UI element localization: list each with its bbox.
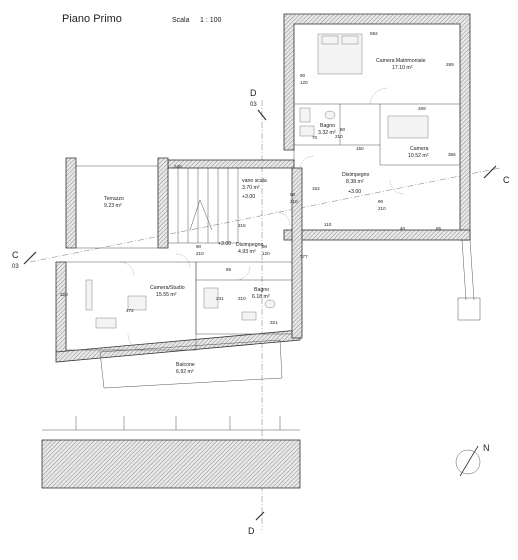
- svg-text:110: 110: [324, 222, 332, 227]
- scale-value: 1 : 100: [200, 17, 222, 24]
- svg-text:321: 321: [270, 320, 278, 325]
- upper-block: [283, 13, 471, 241]
- svg-text:90: 90: [262, 244, 268, 249]
- svg-text:210: 210: [196, 251, 204, 256]
- svg-text:377: 377: [300, 254, 308, 259]
- section-d-bottom: D: [248, 526, 255, 536]
- stair-block: [167, 159, 295, 244]
- room-name-disimpegno-2: Disimpegno: [236, 242, 264, 248]
- section-c-left: C: [12, 250, 19, 260]
- door-swings: [119, 87, 405, 351]
- elevation-strip: [41, 416, 301, 489]
- dimension-labels: 592 269 289 356 150 315 472 152 110 90 1…: [60, 31, 456, 325]
- svg-text:85: 85: [226, 267, 232, 272]
- pillar: [457, 297, 481, 321]
- room-area-terrazzo: 9.23 m²: [104, 203, 122, 209]
- svg-text:120: 120: [262, 251, 270, 256]
- svg-text:310: 310: [238, 296, 246, 301]
- svg-text:210: 210: [378, 206, 386, 211]
- svg-text:315: 315: [238, 223, 246, 228]
- svg-text:152: 152: [312, 186, 320, 191]
- svg-text:40: 40: [400, 226, 406, 231]
- room-area-bagno-1: 3.32 m²: [318, 130, 336, 136]
- room-area-disimpegno-2: 4.93 m²: [238, 249, 256, 255]
- svg-text:210: 210: [290, 199, 298, 204]
- room-name-bagno-2: Bagno: [254, 287, 269, 293]
- room-area-disimpegno-1: 8.38 m²: [346, 179, 364, 185]
- svg-text:210: 210: [335, 134, 343, 139]
- room-area-balcone: 6.92 m²: [176, 369, 194, 375]
- svg-text:80: 80: [340, 127, 346, 132]
- room-name-vano-scala: vano scala: [242, 178, 267, 184]
- level-vano-scala: +3.00: [242, 194, 255, 200]
- scale-label: Scala: [172, 17, 190, 24]
- svg-text:85: 85: [436, 226, 442, 231]
- svg-text:120: 120: [300, 80, 308, 85]
- section-line-c: [29, 167, 501, 263]
- room-area-camera-matrimoniale: 17.10 m²: [392, 65, 413, 71]
- svg-text:320: 320: [60, 292, 68, 297]
- room-name-camera-matrimoniale: Camera Matrimoniale: [376, 58, 426, 64]
- section-c-left-sheet: 03: [12, 264, 19, 270]
- room-area-camera: 10.52 m²: [408, 153, 429, 159]
- svg-text:289: 289: [446, 62, 454, 67]
- room-area-camera-studio: 15.55 m²: [156, 292, 177, 298]
- svg-text:90: 90: [300, 73, 306, 78]
- section-d-top: D: [250, 88, 257, 98]
- svg-text:150: 150: [356, 146, 364, 151]
- svg-text:249: 249: [174, 164, 182, 169]
- room-area-vano-scala: 3.70 m²: [242, 185, 260, 191]
- room-name-camera: Camera: [410, 146, 429, 152]
- room-area-bagno-2: 6.18 m²: [252, 294, 270, 300]
- svg-text:90: 90: [378, 199, 384, 204]
- svg-text:472: 472: [126, 308, 134, 313]
- room-name-bagno-1: Bagno: [320, 123, 335, 129]
- plan-title: Piano Primo: [62, 13, 122, 25]
- section-c-right: C: [503, 175, 510, 185]
- svg-text:70: 70: [312, 135, 318, 140]
- room-name-terrazzo: Terrazzo: [104, 196, 124, 202]
- level-disimpegno-1: +3.00: [348, 189, 361, 195]
- compass: [455, 445, 481, 477]
- section-d-top-sheet: 03: [250, 102, 257, 108]
- room-name-balcone: Balcone: [176, 362, 195, 368]
- lower-block: [55, 167, 303, 363]
- balcony-outline: [99, 339, 283, 389]
- svg-text:269: 269: [418, 106, 426, 111]
- level-disimpegno-2: +3.00: [218, 241, 231, 247]
- room-name-disimpegno-1: Disimpegno: [342, 172, 370, 178]
- room-name-camera-studio: Camera/Studio: [150, 285, 185, 291]
- svg-text:356: 356: [448, 152, 456, 157]
- svg-text:231: 231: [216, 296, 224, 301]
- compass-north-label: N: [483, 443, 490, 453]
- terrace-block: [65, 157, 169, 249]
- svg-text:90: 90: [196, 244, 202, 249]
- svg-text:90: 90: [290, 192, 296, 197]
- svg-text:592: 592: [370, 31, 378, 36]
